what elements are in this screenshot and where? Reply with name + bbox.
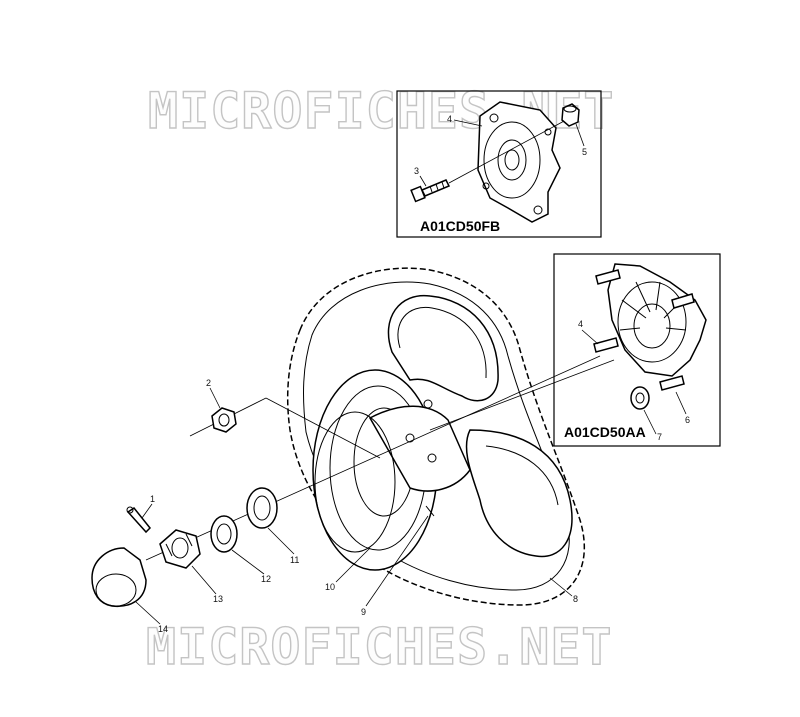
inset-hub-box: A01CD50FB 3 4 5 bbox=[396, 90, 602, 238]
callout-7: 7 bbox=[657, 432, 662, 442]
stud-upper-left bbox=[595, 269, 621, 285]
callout-5: 5 bbox=[582, 147, 587, 157]
callout-13: 13 bbox=[213, 594, 223, 604]
inset-code-a01cd50aa: A01CD50AA bbox=[564, 424, 646, 440]
rim-part-9 bbox=[312, 369, 471, 571]
callout-6: 6 bbox=[685, 415, 690, 425]
cotter-pin-part-1 bbox=[126, 506, 152, 534]
callout-14: 14 bbox=[158, 624, 168, 634]
callout-12: 12 bbox=[261, 574, 271, 584]
callout-11: 11 bbox=[290, 555, 299, 565]
callout-2: 2 bbox=[206, 378, 211, 388]
nut-part-2 bbox=[211, 407, 237, 433]
callout-10: 10 bbox=[325, 582, 335, 592]
castle-nut-part-13 bbox=[159, 529, 201, 569]
callout-8: 8 bbox=[573, 594, 578, 604]
stud-upper-right bbox=[671, 293, 695, 309]
washer-part-11 bbox=[246, 487, 278, 529]
callout-9: 9 bbox=[361, 607, 366, 617]
watermark-bottom: MICROFICHES.NET bbox=[146, 618, 613, 676]
bolt-part-3 bbox=[410, 179, 451, 203]
callout-4-right: 4 bbox=[578, 319, 583, 329]
inset-code-a01cd50fb: A01CD50FB bbox=[420, 218, 500, 234]
washer-part-12 bbox=[210, 515, 238, 553]
callout-4-top: 4 bbox=[447, 114, 452, 124]
hub-cap-part-14 bbox=[91, 547, 147, 608]
stud-center bbox=[593, 337, 619, 353]
callout-3: 3 bbox=[414, 166, 419, 176]
callout-1: 1 bbox=[150, 494, 155, 504]
washer-part-7 bbox=[630, 386, 650, 410]
tube-part-10 bbox=[314, 411, 396, 553]
nut-part-5 bbox=[561, 103, 580, 127]
inset-studs-box: A01CD50AA 4 6 7 bbox=[553, 253, 721, 447]
stud-lower-right bbox=[659, 375, 685, 391]
